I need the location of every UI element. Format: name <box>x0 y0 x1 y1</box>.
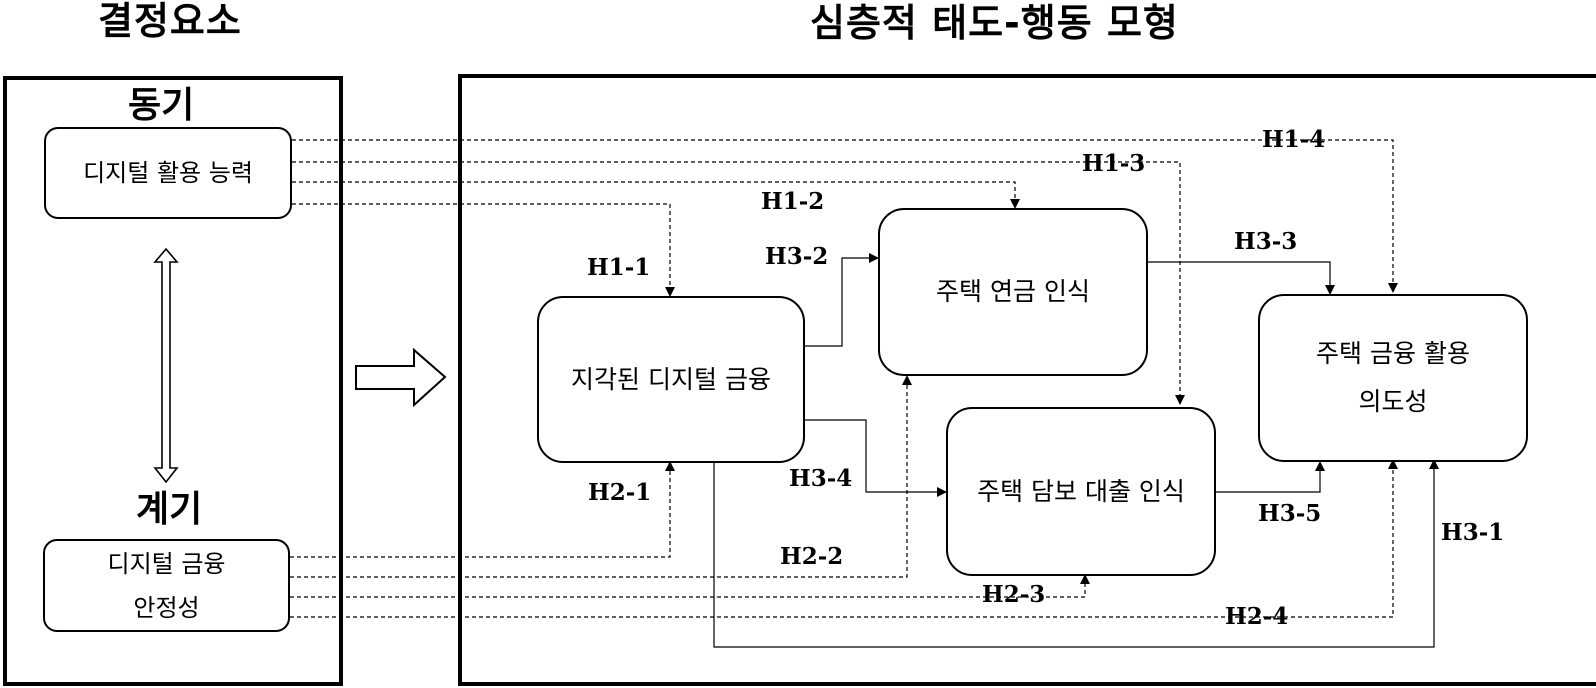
perceived-digital-finance-text: 지각된 디지털 금융 <box>571 364 771 394</box>
flow-right-arrow <box>355 347 447 408</box>
motive-trigger-double-arrow <box>153 247 179 484</box>
label-h2-3: H2-3 <box>982 581 1046 608</box>
path-h1-2 <box>292 181 1020 209</box>
mortgage-loan-node: 주택 담보 대출 인식 <box>946 407 1216 576</box>
path-h3-1 <box>713 459 1439 648</box>
motive-label: 동기 <box>128 85 195 126</box>
model-panel <box>458 74 1596 686</box>
trigger-label: 계기 <box>136 489 203 530</box>
label-h3-5: H3-5 <box>1258 500 1322 527</box>
model-heading: 심층적 태도-행동 모형 <box>810 1 1179 45</box>
path-h3-4 <box>805 419 947 497</box>
label-h2-2: H2-2 <box>780 543 844 570</box>
path-h1-4 <box>292 139 1398 293</box>
path-h2-1 <box>290 461 675 558</box>
digital-finance-stability-text: 디지털 금융 안정성 <box>107 549 226 622</box>
label-h2-1: H2-1 <box>588 479 652 506</box>
path-h1-1 <box>292 203 675 297</box>
mortgage-loan-text: 주택 담보 대출 인식 <box>977 476 1185 506</box>
path-h2-2 <box>290 375 912 578</box>
digital-finance-stability-box: 디지털 금융 안정성 <box>43 539 290 632</box>
label-h3-2: H3-2 <box>765 243 829 270</box>
path-h2-4 <box>290 459 1398 618</box>
determinants-panel <box>3 76 343 686</box>
path-h3-5 <box>1216 461 1325 493</box>
path-h3-3 <box>1148 261 1335 295</box>
label-h1-2: H1-2 <box>761 188 825 215</box>
label-h1-1: H1-1 <box>587 254 651 281</box>
label-h2-4: H2-4 <box>1225 603 1289 630</box>
digital-literacy-text: 디지털 활용 능력 <box>83 159 253 187</box>
housing-finance-intention-node: 주택 금융 활용 의도성 <box>1258 294 1528 462</box>
housing-pension-text: 주택 연금 인식 <box>936 277 1090 306</box>
label-h1-4: H1-4 <box>1262 126 1326 153</box>
housing-finance-intention-text: 주택 금융 활용 의도성 <box>1316 339 1470 416</box>
path-h2-3 <box>290 574 1090 598</box>
digital-literacy-box: 디지털 활용 능력 <box>44 127 292 219</box>
path-h3-2 <box>805 253 879 347</box>
path-h1-3 <box>292 161 1185 405</box>
label-h3-1: H3-1 <box>1441 519 1505 546</box>
label-h3-4: H3-4 <box>789 465 853 492</box>
housing-pension-node: 주택 연금 인식 <box>878 208 1148 376</box>
perceived-digital-finance-node: 지각된 디지털 금융 <box>537 296 805 463</box>
label-h1-3: H1-3 <box>1082 150 1146 177</box>
determinants-heading: 결정요소 <box>98 0 242 43</box>
label-h3-3: H3-3 <box>1234 228 1298 255</box>
